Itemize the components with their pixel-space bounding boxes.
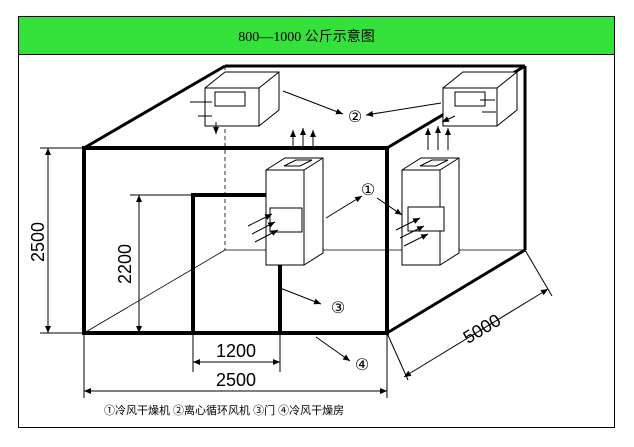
room-bottom-right-edge [386,248,526,335]
callout-1: ① [361,180,375,199]
roof-fan-right [442,71,518,126]
callout-4: ④ [355,355,369,374]
dim-door-height: 2200 [115,244,135,284]
legend: ①冷风干燥机 ②离心循环风机 ③门 ④冷风干燥房 [104,405,345,417]
roof-fan-left [190,71,280,134]
dim-door-width: 1200 [216,341,256,361]
dim-room-depth: 5000 [460,310,505,348]
diagram-title: 800—1000 公斤示意图 [238,29,375,45]
dimension-lines [40,147,553,398]
room-top-left-edge [83,64,226,150]
title-banner: 800—1000 公斤示意图 [19,17,614,55]
callout-3: ③ [331,298,345,317]
dim-room-height: 2500 [28,222,48,262]
dryer-unit-right [401,157,460,266]
room-hidden-left-floor-edge [83,249,226,334]
airflow-arrows [247,126,451,247]
dryer-unit-left [265,157,324,266]
callout-2: ② [348,107,362,126]
callout-leaders [279,90,442,362]
dim-room-width: 2500 [216,370,256,390]
